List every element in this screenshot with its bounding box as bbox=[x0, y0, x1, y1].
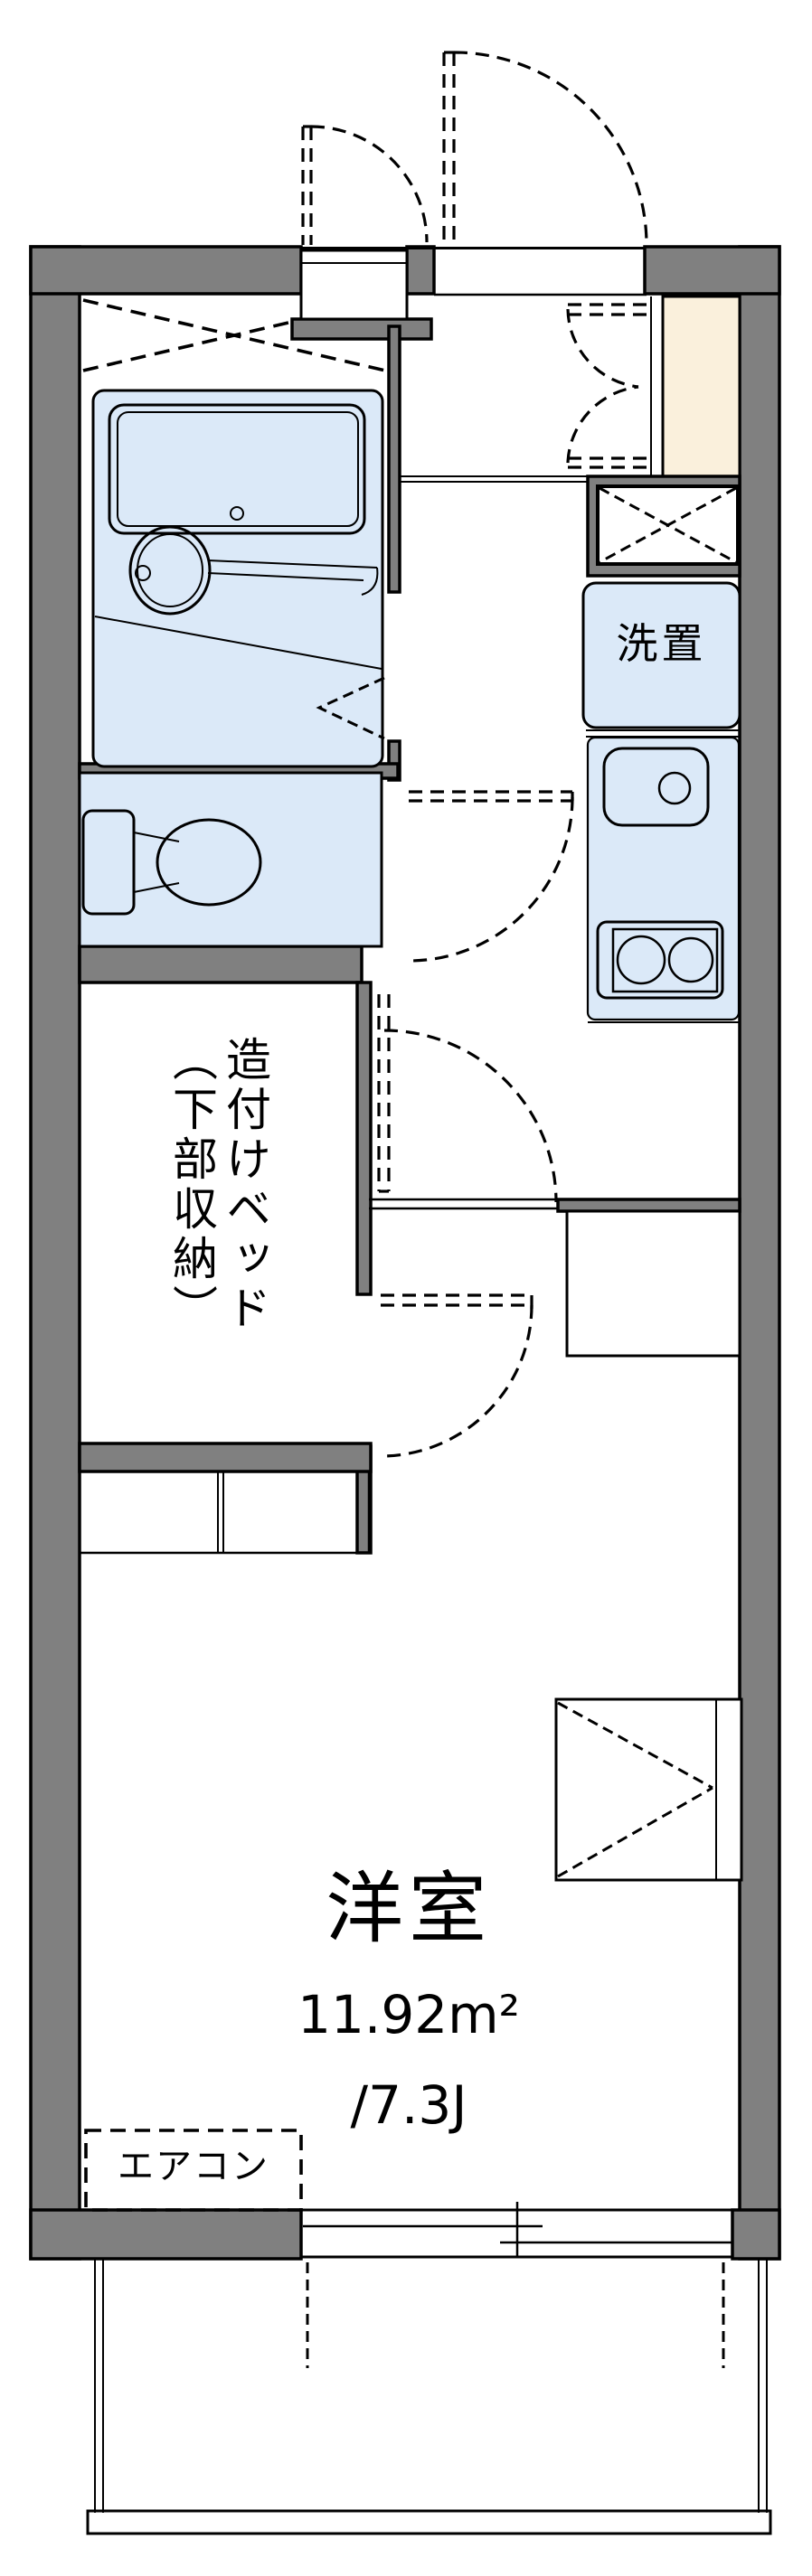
burner-right-icon bbox=[667, 936, 714, 983]
hall-room-wall bbox=[556, 1198, 741, 1213]
kitchen-unit bbox=[586, 736, 741, 1023]
wall-top-left bbox=[29, 245, 303, 296]
entry-nook bbox=[299, 247, 647, 321]
room-label: 洋室 bbox=[326, 1864, 492, 1954]
nook-cap-wall bbox=[290, 317, 433, 341]
toilet-door-swing bbox=[408, 790, 574, 963]
toilet-tank bbox=[81, 809, 136, 916]
bed-label-sub: （下部収納） bbox=[165, 1036, 218, 1334]
hall-door-swing bbox=[377, 994, 558, 1203]
bathtub bbox=[108, 403, 366, 535]
balcony bbox=[86, 2259, 772, 2535]
outer-walls bbox=[29, 245, 781, 2261]
bay-window bbox=[554, 1697, 743, 1882]
balcony-edge-bar bbox=[86, 2509, 772, 2535]
washer-area bbox=[581, 581, 741, 738]
bathroom-unit bbox=[91, 389, 385, 768]
service-door-swing bbox=[301, 125, 429, 245]
toilet-room bbox=[78, 771, 383, 948]
bath-partition bbox=[387, 324, 401, 594]
aircon-box bbox=[84, 2129, 303, 2212]
toilet-bowl bbox=[156, 818, 262, 907]
shoe-cabinet bbox=[661, 295, 741, 478]
bed-label: 造付けベッド （下部収納） bbox=[165, 1036, 271, 1334]
burner-left-icon bbox=[616, 935, 666, 985]
room-tatami-label: /7.3J bbox=[350, 2074, 467, 2136]
gas-stove bbox=[596, 920, 724, 1000]
wall-bottom-left bbox=[29, 2208, 303, 2261]
washbasin bbox=[128, 525, 212, 616]
room-door-threshold bbox=[369, 1198, 558, 1210]
wall-left bbox=[29, 245, 81, 2261]
sink-drain-icon bbox=[657, 771, 692, 805]
sliding-window bbox=[301, 2202, 732, 2259]
storage-niche bbox=[565, 1209, 741, 1358]
wall-top-mid bbox=[405, 245, 436, 296]
tub-drain-icon bbox=[230, 506, 244, 521]
wall-top-right bbox=[643, 245, 781, 296]
bath-folding-door-icon bbox=[316, 676, 385, 740]
laundry-label: 洗置 bbox=[616, 619, 707, 668]
bed-right-wall-upper bbox=[355, 981, 373, 1296]
counter-edge bbox=[207, 559, 378, 569]
wall-bottom-right bbox=[731, 2208, 781, 2261]
aircon-label: エアコン bbox=[118, 2146, 269, 2187]
genkan bbox=[400, 295, 741, 483]
wall-right bbox=[738, 245, 781, 2261]
bed-bottom-wall bbox=[78, 1442, 373, 1473]
pipe-space-box bbox=[586, 475, 741, 578]
room-area-label: 11.92m² bbox=[297, 1984, 520, 2045]
bed-door-swing bbox=[380, 1293, 533, 1458]
bed-label-main: 造付けベッド bbox=[219, 1036, 271, 1334]
bath-floor-line bbox=[94, 616, 382, 670]
entrance-door-swing bbox=[442, 51, 648, 246]
toilet-bottom-wall bbox=[78, 945, 364, 984]
basin-faucet-icon bbox=[135, 565, 151, 581]
cabinet-doors-swing bbox=[566, 303, 649, 469]
counter-shelf bbox=[78, 1470, 371, 1555]
kitchen-sink bbox=[602, 747, 710, 827]
